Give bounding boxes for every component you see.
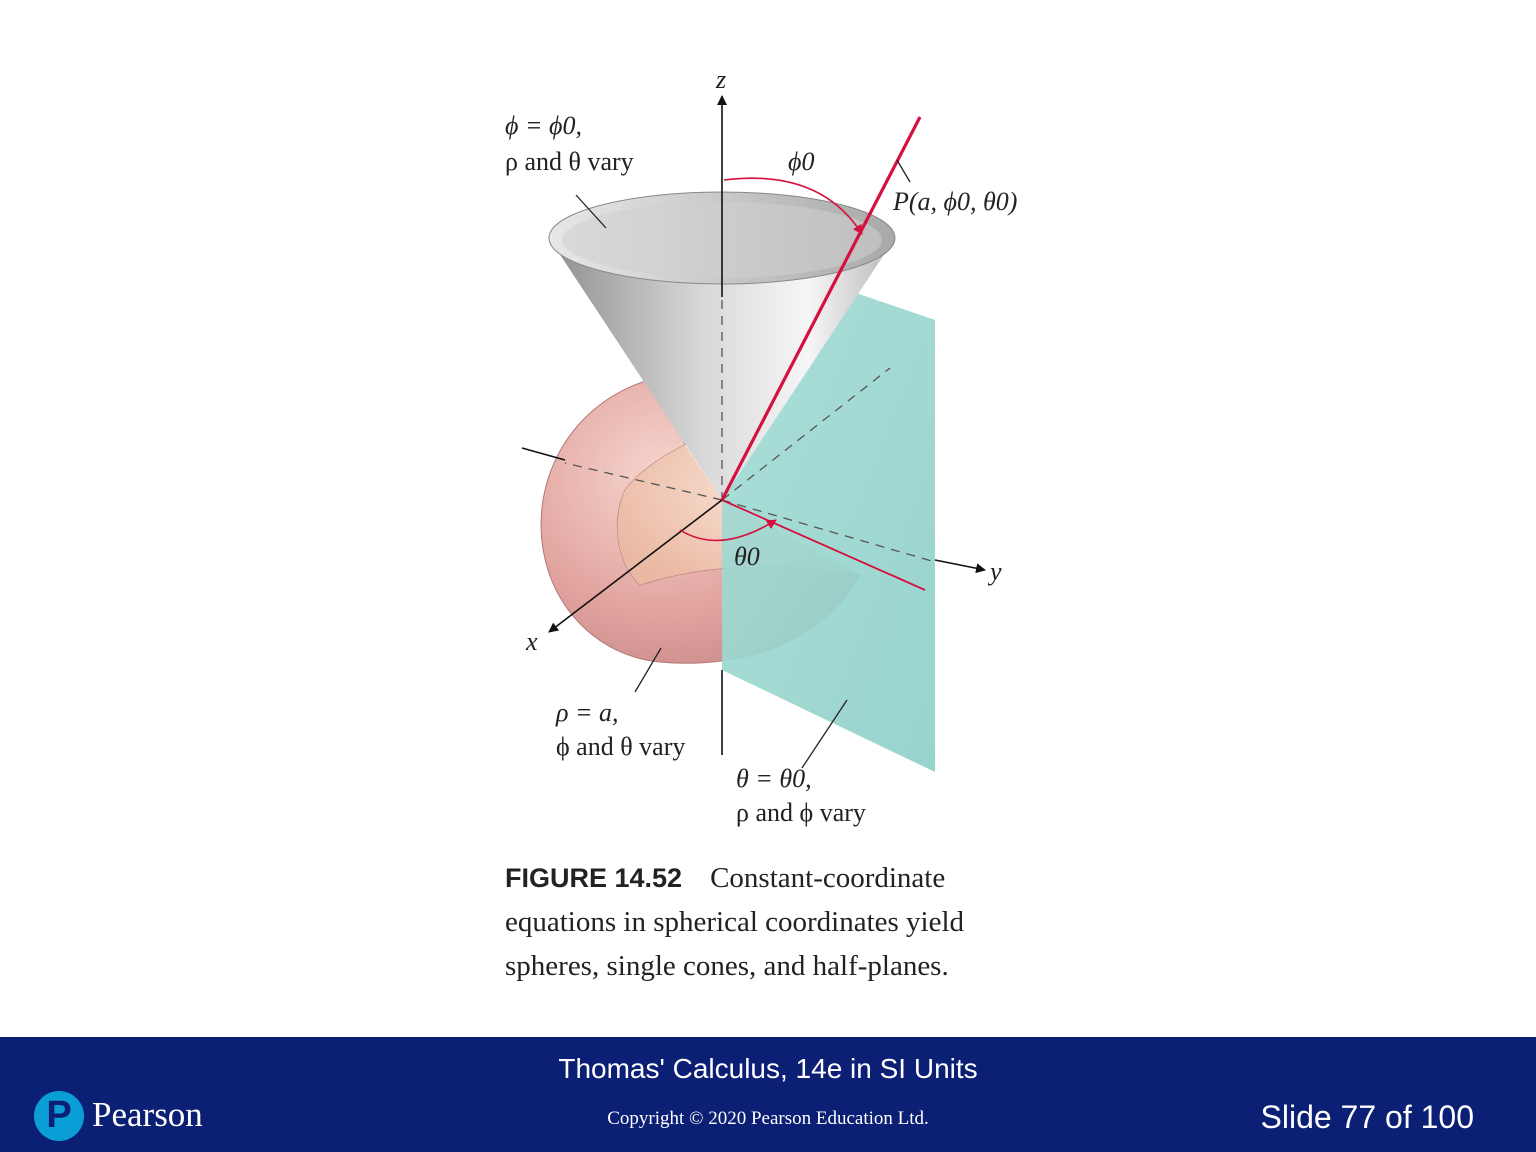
phi0-arc [723, 177, 863, 235]
ray-op [720, 116, 922, 501]
figure-number: FIGURE 14.52 [505, 863, 683, 893]
slide-counter: Slide 77 of 100 [1260, 1099, 1475, 1135]
spherical-coordinates-figure: z y x ϕ0 θ0 P(a, ϕ0, θ0) ϕ = ϕ0, ρ and θ… [505, 65, 1017, 827]
ray-projection [721, 499, 926, 591]
cone-label-line2: ρ and θ vary [505, 147, 634, 176]
footer-bar: Thomas' Calculus, 14e in SI Units Copyri… [0, 1037, 1536, 1152]
sphere-label-line1: ρ = a, [555, 698, 619, 727]
x-axis-back [521, 447, 566, 461]
y-axis-label: y [987, 557, 1002, 586]
pearson-logo-letter: P [46, 1094, 72, 1136]
x-axis-label: x [525, 627, 538, 656]
phi0-label: ϕ0 [788, 147, 814, 176]
theta0-label: θ0 [734, 542, 760, 571]
cone-label-line1: ϕ = ϕ0, [505, 111, 582, 140]
z-axis-label: z [715, 65, 726, 94]
hidden-lines [564, 300, 936, 563]
copyright-notice: Copyright © 2020 Pearson Education Ltd. [607, 1108, 929, 1129]
x-axis [548, 499, 723, 633]
caption-text: Constant-coordinate equations in spheric… [505, 862, 965, 982]
sphere-label-line2: ϕ and θ vary [556, 732, 685, 761]
leader-lines [575, 159, 911, 769]
theta0-arc [679, 519, 777, 542]
brand-name: Pearson [92, 1095, 203, 1134]
y-axis [934, 559, 986, 574]
plane-label-line1: θ = θ0, [736, 764, 812, 793]
plane-label-line2: ρ and ϕ vary [736, 798, 866, 827]
book-title: Thomas' Calculus, 14e in SI Units [558, 1053, 978, 1084]
pearson-logo-icon: P [34, 1091, 84, 1141]
point-p-label: P(a, ϕ0, θ0) [892, 187, 1017, 216]
